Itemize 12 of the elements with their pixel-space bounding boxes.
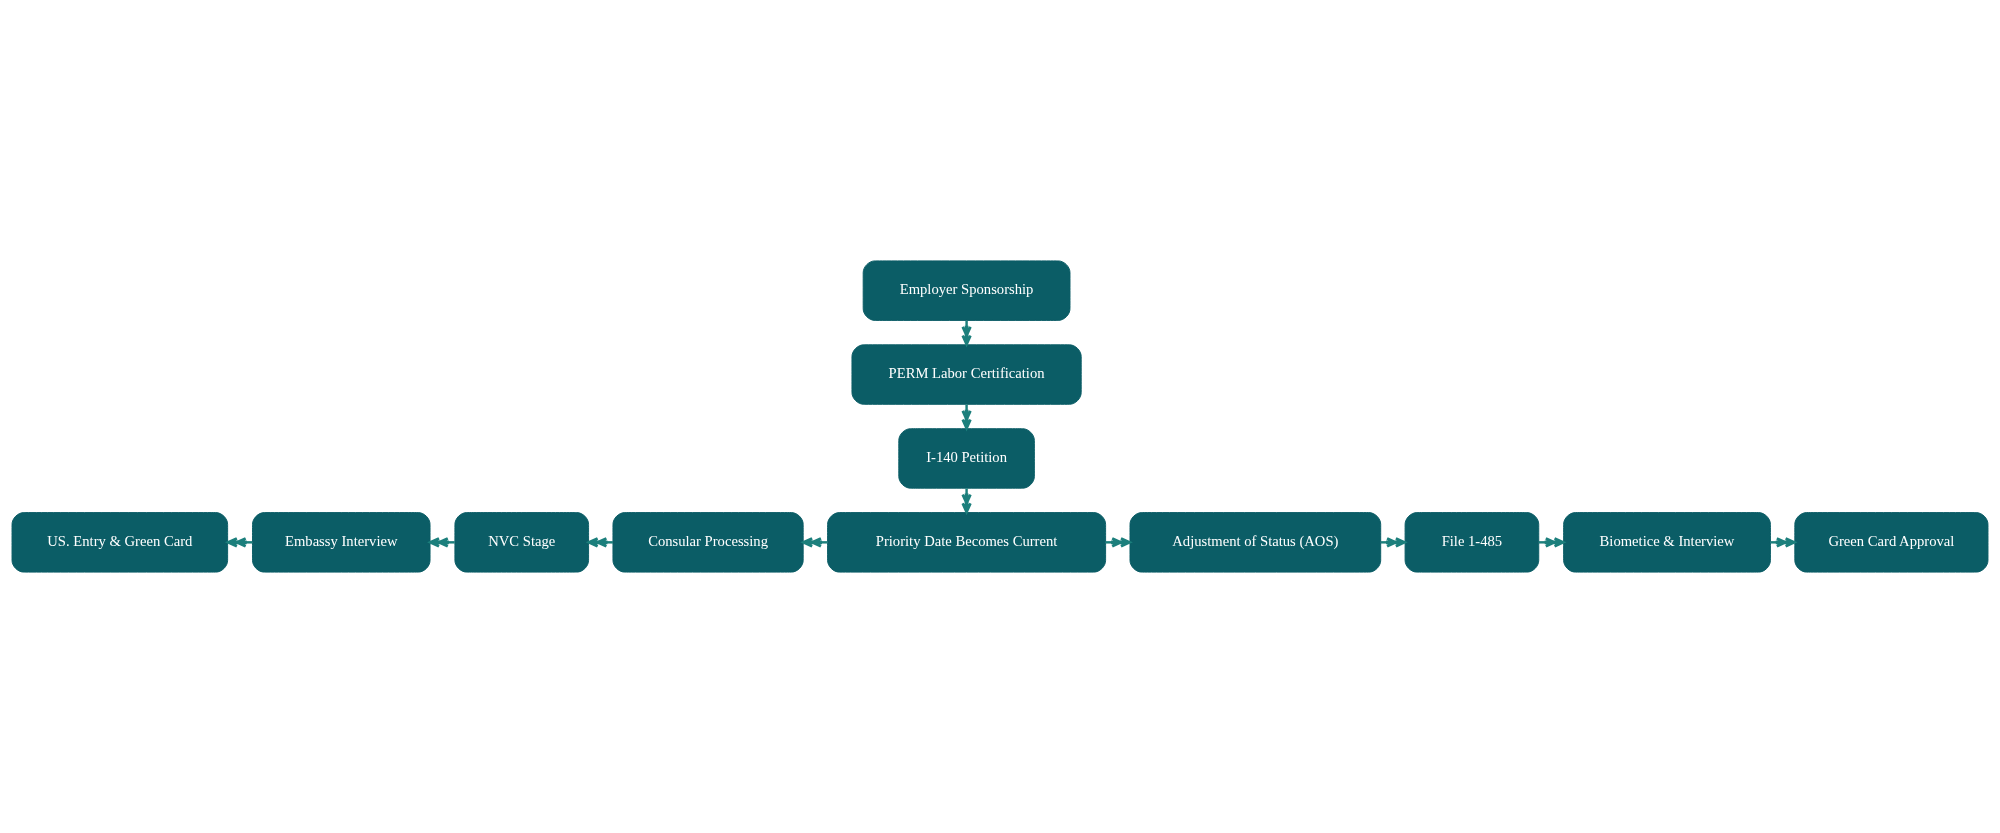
node-box: US. Entry & Green Card <box>11 512 229 573</box>
node-box: PERM Labor Certification <box>851 344 1082 405</box>
node-box: Embassy Interview <box>252 512 431 573</box>
node-box: Priority Date Becomes Current <box>827 512 1107 573</box>
node-box: Green Card Approval <box>1794 512 1989 573</box>
node-box: Adjustment of Status (AOS) <box>1129 512 1382 573</box>
node-box: File 1-485 <box>1404 512 1540 573</box>
node-box: NVC Stage <box>454 512 590 573</box>
node-box: I-140 Petition <box>898 428 1035 489</box>
node-box: Biometice & Interview <box>1563 512 1771 573</box>
node-box: Consular Processing <box>612 512 804 573</box>
node-box: Employer Sponsorship <box>862 260 1071 321</box>
